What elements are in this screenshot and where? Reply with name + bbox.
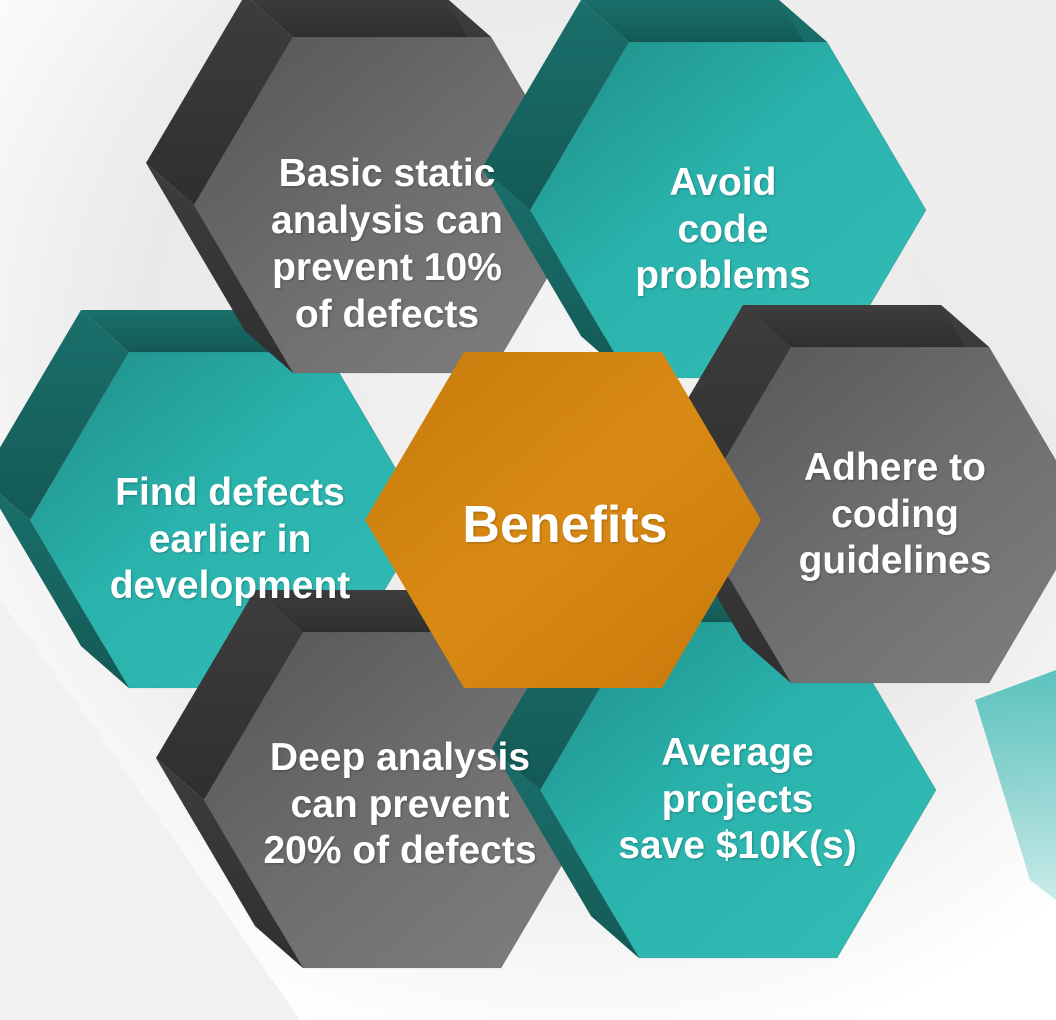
hex-average-projects-save-side [492, 748, 639, 958]
background-shape-bottom [0, 600, 300, 1020]
hex-avoid-code-problems-side [581, 0, 827, 42]
hex-find-defects-earlier-side [0, 493, 129, 688]
hex-basic-static-analysis-side [250, 0, 491, 37]
hex-avoid-code-problems-side [482, 0, 629, 210]
hex-avoid-code-problems-side [482, 168, 629, 378]
hex-deep-analysis-side [156, 590, 303, 800]
hex-basic-static-analysis-side [146, 0, 293, 205]
center-label-benefits: Benefits [462, 495, 668, 554]
hex-label-adhere-coding-guidelines: Adhere to coding guidelines [798, 445, 992, 583]
hex-find-defects-earlier-side [0, 310, 129, 520]
hex-label-average-projects-save: Average projects save $10K(s) [618, 730, 857, 868]
hex-label-basic-static-analysis: Basic static analysis can prevent 10% of… [271, 152, 503, 336]
hex-label-deep-analysis: Deep analysis can prevent 20% of defects [263, 735, 537, 873]
hex-label-avoid-code-problems: Avoid code problems [635, 160, 811, 298]
hex-deep-analysis-side [156, 758, 303, 968]
hex-center-benefits [365, 352, 761, 688]
hex-deep-analysis [156, 590, 601, 969]
hex-basic-static-analysis-side [146, 163, 293, 373]
hex-label-find-defects-earlier: Find defects earlier in development [109, 470, 351, 608]
decorative-arrow [975, 670, 1056, 900]
hex-adhere-coding-guidelines-side [743, 305, 989, 347]
